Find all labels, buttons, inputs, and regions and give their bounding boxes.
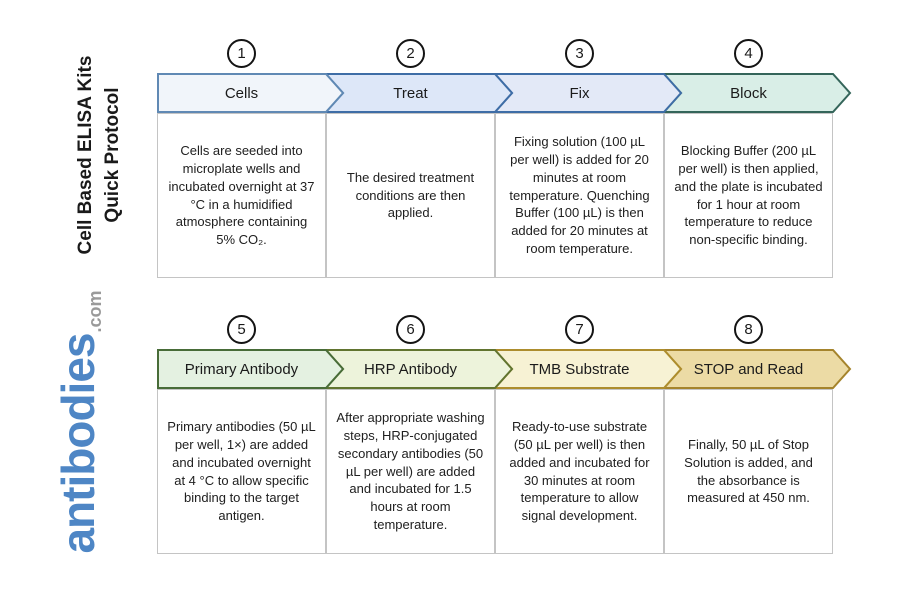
step-label: Fix — [569, 84, 590, 102]
step-number-badge: 7 — [565, 315, 594, 344]
step-arrow-cells: Cells — [157, 73, 345, 113]
step-number-badge: 8 — [734, 315, 763, 344]
step-column-2: 2 Treat The desired treatment conditions… — [323, 39, 514, 278]
step-column-1: 1 Cells Cells are seeded into microplate… — [157, 39, 345, 278]
step-description-text: Blocking Buffer (200 µL per well) is the… — [674, 142, 823, 248]
brand-logo-suffix: .com — [85, 290, 105, 333]
protocol-title: Cell Based ELISA Kits Quick Protocol — [72, 35, 128, 275]
arrow-polygon — [157, 73, 345, 113]
step-arrow-stop-and-read: STOP and Read — [661, 349, 852, 389]
step-number-badge: 1 — [227, 39, 256, 68]
step-number-badge: 6 — [396, 315, 425, 344]
arrow-polygon — [157, 349, 345, 389]
step-arrow-fix: Fix — [492, 73, 683, 113]
protocol-title-line2: Quick Protocol — [102, 87, 123, 223]
brand-logo-text: antibodies — [52, 333, 104, 554]
step-column-5: 5 Primary Antibody Primary antibodies (5… — [157, 315, 345, 554]
step-column-7: 7 TMB Substrate Ready-to-use substrate (… — [492, 315, 683, 554]
step-arrow-treat: Treat — [323, 73, 514, 113]
step-description-text: After appropriate washing steps, HRP-con… — [336, 409, 485, 533]
brand-logo: antibodies .com — [52, 282, 135, 562]
step-label: TMB Substrate — [529, 360, 630, 378]
step-label: Block — [730, 84, 767, 102]
step-description-text: Primary antibodies (50 µL per well, 1×) … — [167, 418, 316, 524]
step-number-badge: 2 — [396, 39, 425, 68]
step-description: Cells are seeded into microplate wells a… — [157, 113, 326, 278]
step-number-badge: 5 — [227, 315, 256, 344]
step-column-8: 8 STOP and Read Finally, 50 µL of Stop S… — [661, 315, 852, 554]
step-description: Primary antibodies (50 µL per well, 1×) … — [157, 389, 326, 554]
step-description: Ready-to-use substrate (50 µL per well) … — [495, 389, 664, 554]
step-label: Cells — [224, 84, 259, 102]
step-label: Primary Antibody — [184, 360, 299, 378]
step-arrow-tmb-substrate: TMB Substrate — [492, 349, 683, 389]
protocol-row-1: 1 Cells Cells are seeded into microplate… — [157, 39, 852, 278]
step-description-text: Ready-to-use substrate (50 µL per well) … — [509, 418, 650, 524]
step-label: Treat — [393, 84, 428, 102]
step-label: HRP Antibody — [363, 360, 458, 378]
step-description: Blocking Buffer (200 µL per well) is the… — [664, 113, 833, 278]
step-column-3: 3 Fix Fixing solution (100 µL per well) … — [492, 39, 683, 278]
protocol-title-line1: Cell Based ELISA Kits — [75, 55, 97, 255]
step-column-6: 6 HRP Antibody After appropriate washing… — [323, 315, 514, 554]
step-description: The desired treatment conditions are the… — [326, 113, 495, 278]
step-description: Fixing solution (100 µL per well) is add… — [495, 113, 664, 278]
step-description-text: Fixing solution (100 µL per well) is add… — [509, 133, 650, 257]
step-arrow-block: Block — [661, 73, 852, 113]
step-description-text: Finally, 50 µL of Stop Solution is added… — [684, 436, 813, 506]
step-description: Finally, 50 µL of Stop Solution is added… — [664, 389, 833, 554]
step-label: STOP and Read — [693, 360, 804, 378]
step-description-text: Cells are seeded into microplate wells a… — [168, 142, 315, 248]
protocol-row-2: 5 Primary Antibody Primary antibodies (5… — [157, 315, 852, 554]
step-number-badge: 3 — [565, 39, 594, 68]
step-description-text: The desired treatment conditions are the… — [346, 169, 475, 221]
step-arrow-hrp-antibody: HRP Antibody — [323, 349, 514, 389]
step-description: After appropriate washing steps, HRP-con… — [326, 389, 495, 554]
step-column-4: 4 Block Blocking Buffer (200 µL per well… — [661, 39, 852, 278]
step-arrow-primary-antibody: Primary Antibody — [157, 349, 345, 389]
step-number-badge: 4 — [734, 39, 763, 68]
arrow-shape-svg — [157, 73, 345, 113]
arrow-shape-svg — [157, 349, 345, 389]
